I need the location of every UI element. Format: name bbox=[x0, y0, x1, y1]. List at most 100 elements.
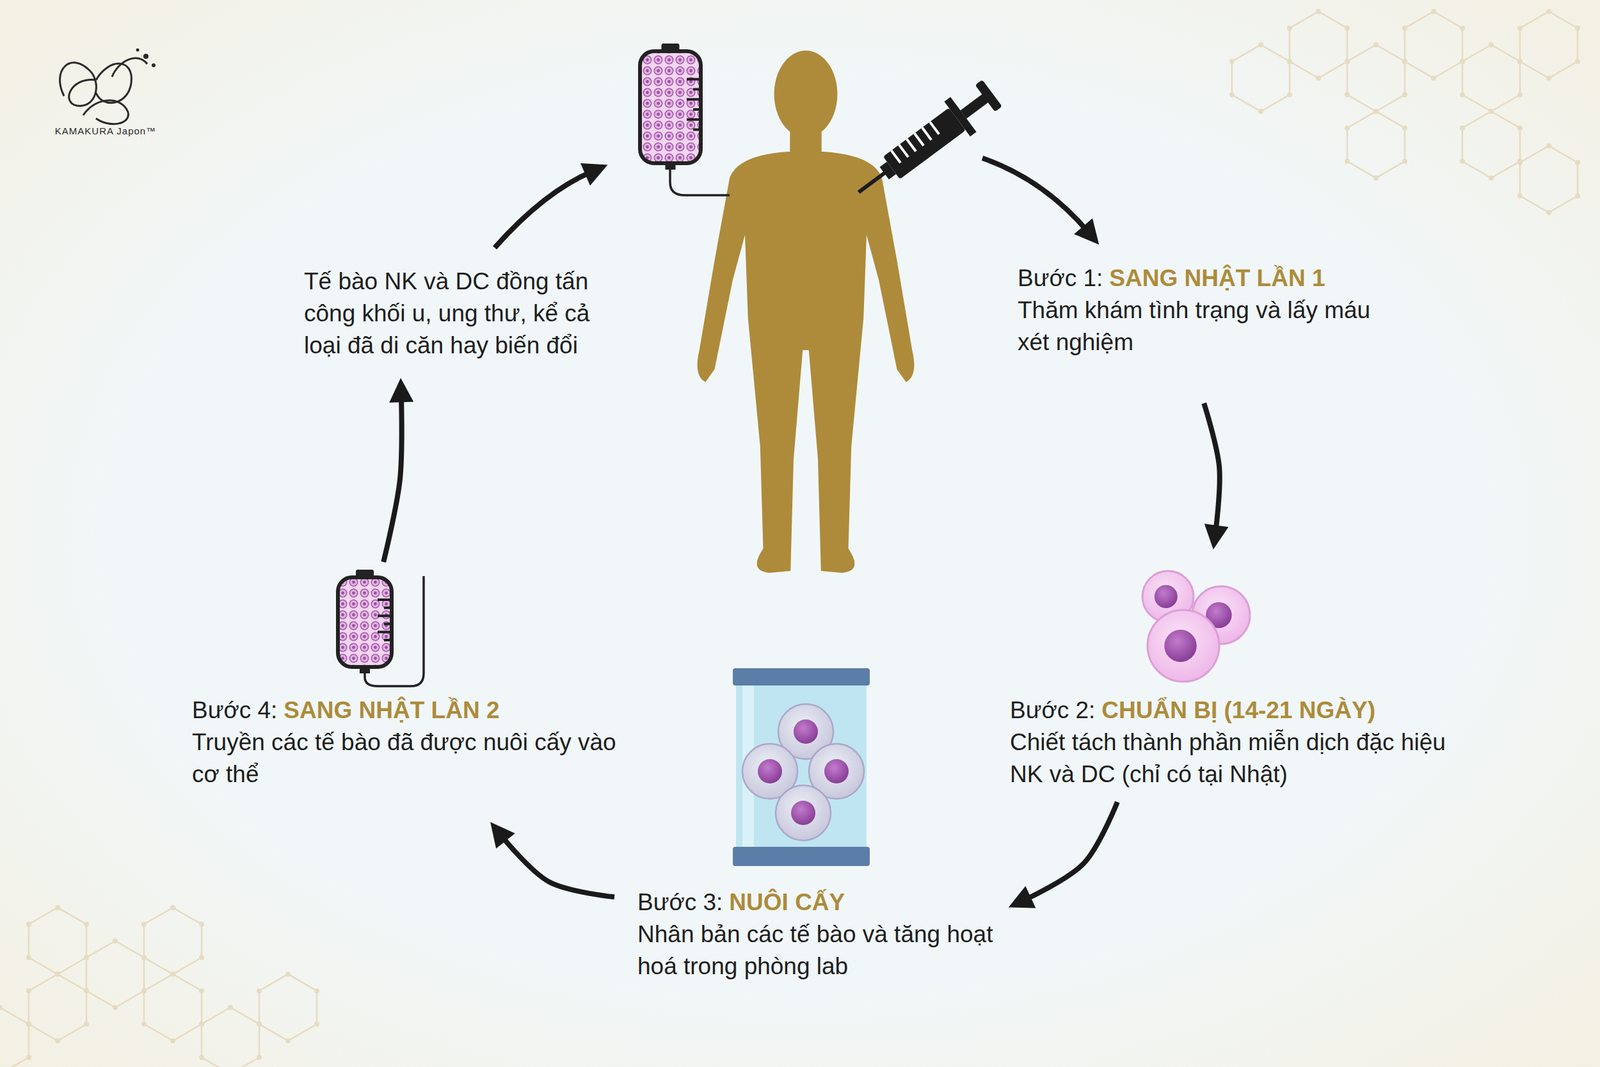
hexagon-dot bbox=[199, 1054, 205, 1060]
nk-dc-cells bbox=[1142, 570, 1250, 682]
hexagon-dot bbox=[55, 971, 61, 977]
hexagon-dot bbox=[1344, 25, 1350, 31]
hexagon-dot bbox=[1431, 75, 1437, 81]
hexagon-dot bbox=[1488, 175, 1494, 181]
hexagon bbox=[1462, 44, 1520, 112]
hexagon-dot bbox=[1373, 108, 1379, 114]
step-number: Bước 4: bbox=[192, 696, 278, 724]
hexagon-dot bbox=[1517, 92, 1523, 98]
hexagon-dot bbox=[1373, 42, 1379, 48]
hexagon-dot bbox=[1344, 158, 1350, 164]
cell-nucleus bbox=[824, 759, 849, 784]
cell-nucleus bbox=[791, 800, 816, 825]
hexagon-dot bbox=[83, 1021, 89, 1027]
hexagon-dot bbox=[170, 971, 176, 977]
hexagon-dot bbox=[1459, 92, 1465, 98]
hexagon-dot bbox=[285, 1038, 291, 1044]
hexagon-dot bbox=[1287, 58, 1293, 64]
hexagon-dot bbox=[170, 904, 176, 911]
hexagon-dot bbox=[1575, 193, 1581, 199]
cell bbox=[775, 785, 831, 841]
hexagon-dot bbox=[199, 1021, 205, 1027]
hexagon-dot bbox=[0, 1004, 3, 1010]
hexagon-dot bbox=[26, 1021, 32, 1027]
hexagon-dot bbox=[1402, 158, 1408, 164]
hexagon-dot bbox=[26, 988, 32, 994]
hexagon-dot bbox=[55, 904, 61, 911]
cell-nucleus bbox=[1164, 629, 1197, 662]
hexagon-dot bbox=[1517, 125, 1523, 131]
hexagon bbox=[1404, 11, 1463, 79]
hexagon-dot bbox=[1402, 92, 1408, 98]
hexagon-dot bbox=[1546, 143, 1552, 149]
step-block: Bước 1:SANG NHẬT LẦN 1Thăm khám tình trạ… bbox=[1017, 262, 1376, 359]
body-text: Thăm khám tình trạng và lấy máu xét nghi… bbox=[1017, 294, 1376, 359]
hexagon-dot bbox=[112, 1004, 118, 1010]
hexagon-dot bbox=[199, 921, 205, 927]
hexagon bbox=[28, 974, 87, 1041]
hexagon bbox=[144, 907, 202, 975]
step-title: SANG NHẬT LẦN 2 bbox=[283, 696, 500, 724]
hexagon-dot bbox=[26, 1054, 32, 1060]
cycle-arrow bbox=[1024, 801, 1118, 900]
cell-nucleus bbox=[1154, 584, 1178, 608]
hexagon-dot bbox=[1517, 160, 1523, 166]
hexagon bbox=[1347, 44, 1405, 112]
hexagon-dot bbox=[1575, 58, 1581, 64]
hexagon bbox=[28, 907, 87, 975]
hexagon bbox=[1462, 111, 1520, 178]
body-text: Truyền các tế bào đã được nuôi cấy vào c… bbox=[192, 726, 628, 791]
syringe bbox=[845, 75, 1005, 210]
hexagon-dot bbox=[1229, 92, 1235, 98]
hexagon bbox=[201, 1007, 260, 1067]
hexagon-dot bbox=[1287, 92, 1293, 98]
hexagon bbox=[259, 974, 317, 1041]
body-text: Tế bào NK và DC đồng tấn công khối u, un… bbox=[304, 265, 618, 362]
hexagon-dot bbox=[1575, 25, 1581, 31]
hexagon-dot bbox=[1287, 25, 1293, 31]
hexagon-dot bbox=[1402, 125, 1408, 131]
step-title: CHUẨN BỊ (14-21 NGÀY) bbox=[1101, 696, 1376, 724]
hexagon-texture bbox=[0, 8, 1581, 1067]
step-number: Bước 3: bbox=[637, 888, 723, 916]
hexagon-dot bbox=[141, 921, 147, 927]
hexagon-dot bbox=[1546, 75, 1552, 81]
step-title: SANG NHẬT LẦN 1 bbox=[1109, 264, 1325, 292]
hexagon bbox=[1232, 44, 1290, 112]
hexagon-dot bbox=[1459, 125, 1465, 131]
hexagon-dot bbox=[141, 1021, 147, 1027]
hexagon-dot bbox=[1229, 58, 1235, 64]
hexagon-dot bbox=[55, 1038, 61, 1044]
hexagon bbox=[1347, 111, 1405, 178]
iv-bag bbox=[337, 569, 424, 687]
hexagon-dot bbox=[227, 1004, 233, 1010]
hexagon-dot bbox=[1546, 209, 1552, 216]
hexagon-dot bbox=[1575, 160, 1581, 166]
hexagon-dot bbox=[83, 988, 89, 994]
hexagon-dot bbox=[55, 971, 61, 977]
hexagon bbox=[86, 940, 144, 1008]
hexagon-dot bbox=[141, 954, 147, 960]
hexagon-dot bbox=[83, 921, 89, 927]
hexagon-dot bbox=[1488, 108, 1494, 114]
step-title: NUÔI CẤY bbox=[728, 888, 845, 916]
body-text: Nhân bản các tế bào và tăng hoạt hoá tro… bbox=[637, 918, 996, 983]
hexagon-dot bbox=[314, 1021, 320, 1027]
step-number: Bước 1: bbox=[1017, 264, 1103, 292]
hexagon-dot bbox=[1315, 8, 1321, 15]
cell-nucleus bbox=[793, 719, 818, 744]
hexagon-dot bbox=[1373, 175, 1379, 181]
step-block: Bước 3:NUÔI CẤYNhân bản các tế bào và tă… bbox=[637, 665, 996, 983]
cell bbox=[1147, 609, 1220, 682]
hexagon-dot bbox=[1517, 193, 1523, 199]
hexagon-dot bbox=[1258, 42, 1264, 48]
hexagon-dot bbox=[1459, 58, 1465, 64]
hexagon-dot bbox=[1431, 8, 1437, 15]
body-text: Chiết tách thành phần miễn dịch đặc hiệu… bbox=[1009, 726, 1478, 791]
hexagon-dot bbox=[199, 988, 205, 994]
hexagon-dot bbox=[199, 954, 205, 960]
logo-mark bbox=[60, 48, 156, 125]
cycle-arrow bbox=[494, 158, 1088, 248]
hexagon-dot bbox=[1459, 25, 1465, 31]
